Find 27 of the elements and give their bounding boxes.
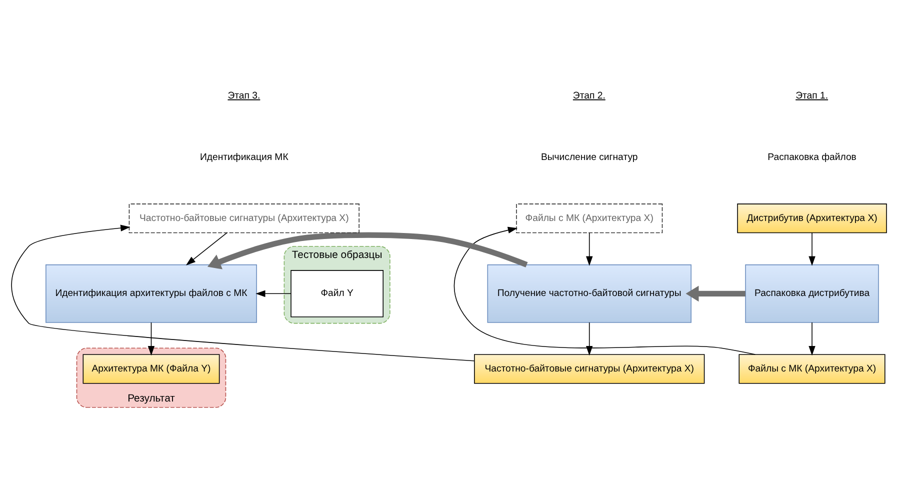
label: Вычисление сигнатур [540,151,638,162]
arrow [11,224,474,361]
arrow [186,232,228,265]
node-box: Дистрибутив (Архитектура X) [737,203,887,233]
label: Идентификация МК [200,151,288,162]
label: Этап 3. [228,90,260,101]
label: Этап 1. [796,90,828,101]
arrow [148,322,155,356]
node-box: Частотно-байтовые сигнатуры (Архитектура X) [128,203,360,233]
arrow [208,232,528,269]
arrow [808,232,816,266]
node-box: Идентификация архитектуры файлов с МК [46,264,257,322]
node-box: Файл Y [290,270,384,317]
arrow [454,226,756,354]
node-box: Архитектура МК (Файла Y) [82,354,220,384]
node-box: Получение частотно-байтовой сигнатуры [487,264,692,322]
arrow [686,285,746,302]
node-box: Распаковка дистрибутива [745,264,879,322]
arrow [808,322,816,356]
arrow [586,322,593,356]
node-box: Файлы с МК (Архитектура X) [516,203,663,233]
label: Этап 2. [572,90,606,101]
label: Распаковка файлов [768,151,856,162]
node-box: Файлы с МК (Архитектура X) [738,354,886,384]
arrow [256,290,292,297]
arrow [586,232,593,266]
node-box: Частотно-байтовые сигнатуры (Архитектура X) [474,354,705,384]
